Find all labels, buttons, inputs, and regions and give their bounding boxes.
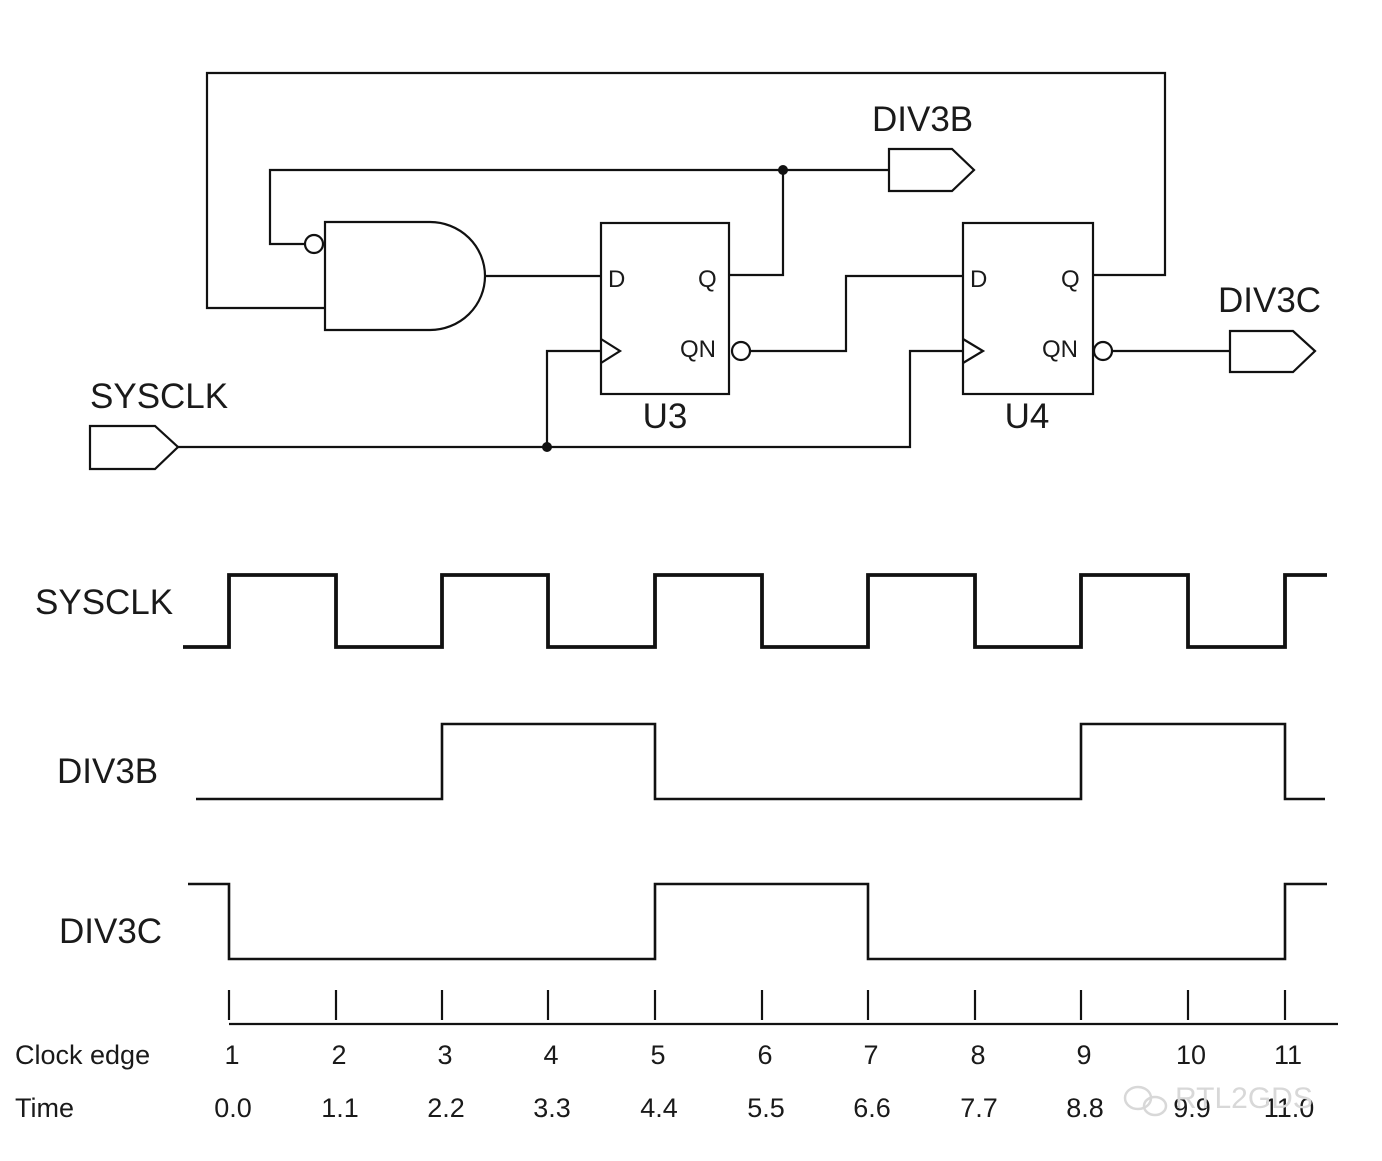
clock-edge-number: 8	[970, 1040, 985, 1070]
u4-pin-d: D	[970, 266, 987, 293]
div3c-waveform	[188, 882, 1327, 961]
div3c-wave-label: DIV3C	[59, 912, 162, 951]
clock-edge-number: 11	[1274, 1040, 1302, 1070]
u3-label: U3	[643, 397, 688, 436]
and-input-inverter-bubble	[303, 233, 325, 255]
flipflop-u3	[599, 221, 731, 396]
wire-u3qn-to-u4d	[750, 274, 963, 353]
time-value: 9.9	[1173, 1093, 1211, 1123]
wire-sysclk	[178, 349, 963, 449]
time-row-label: Time	[15, 1093, 74, 1123]
time-values: 0.0 1.1 2.2 3.3 4.4 5.5 6.6 7.7 8.8 9.9 11.0	[214, 1093, 1314, 1123]
clock-edge-number: 5	[650, 1040, 665, 1070]
watermark: RTL2GDS	[1123, 1082, 1313, 1117]
flipflop-u4	[961, 221, 1095, 396]
sysclk-port-label: SYSCLK	[90, 377, 228, 416]
clock-edge-number: 3	[437, 1040, 452, 1070]
schematic: D Q QN U3 D Q QN U4 SYSCLK DIV3B DIV3C	[88, 71, 1321, 471]
junction-dot	[778, 165, 788, 175]
wire-sysclk-u3	[545, 349, 601, 447]
sysclk-wave-label: SYSCLK	[35, 583, 173, 622]
axis-ticks	[227, 990, 1287, 1020]
div3b-output-port	[887, 147, 976, 193]
sysclk-input-port	[88, 424, 180, 471]
wire-u4q-feedback	[205, 71, 1167, 310]
time-value: 11.0	[1264, 1093, 1315, 1123]
u3-pin-q: Q	[698, 266, 717, 293]
u4-qn-bubble	[1092, 340, 1114, 362]
watermark-text: RTL2GDS	[1175, 1082, 1313, 1115]
clock-edge-row-label: Clock edge	[15, 1040, 150, 1070]
div3b-waveform	[196, 722, 1325, 801]
clock-edge-numbers: 1 2 3 4 5 6 7 8 9 10 11	[224, 1040, 1302, 1070]
div3b-port-label: DIV3B	[872, 100, 973, 139]
time-value: 2.2	[427, 1093, 465, 1123]
wire-div3b-bus	[268, 168, 889, 246]
div3c-port-label: DIV3C	[1218, 281, 1321, 320]
u4-clock-triangle	[962, 338, 986, 364]
u4-pin-qn: QN	[1042, 336, 1078, 363]
time-value: 4.4	[640, 1093, 678, 1123]
junction-dot	[542, 442, 552, 452]
u3-qn-bubble	[730, 340, 752, 362]
u3-clock-triangle	[600, 338, 623, 364]
div3b-wave-label: DIV3B	[57, 752, 158, 791]
clock-edge-number: 10	[1176, 1040, 1206, 1070]
time-value: 7.7	[960, 1093, 998, 1123]
u3-pin-d: D	[608, 266, 625, 293]
and-gate	[323, 220, 487, 332]
time-value: 8.8	[1066, 1093, 1104, 1123]
timing-diagram: SYSCLK DIV3B DIV3C Clock edge Time 1 2 3 4 5…	[15, 573, 1338, 1123]
u3-pin-qn: QN	[680, 336, 716, 363]
time-value: 5.5	[747, 1093, 785, 1123]
u4-pin-q: Q	[1061, 266, 1080, 293]
clock-edge-number: 7	[863, 1040, 878, 1070]
sysclk-waveform	[183, 573, 1327, 649]
clock-edge-number: 4	[543, 1040, 558, 1070]
wechat-icon	[1123, 1085, 1168, 1117]
clock-edge-number: 2	[331, 1040, 346, 1070]
clock-edge-number: 6	[757, 1040, 772, 1070]
clock-edge-number: 1	[224, 1040, 239, 1070]
time-value: 3.3	[533, 1093, 571, 1123]
time-value: 1.1	[321, 1093, 359, 1123]
time-value: 6.6	[853, 1093, 891, 1123]
div3c-output-port	[1228, 329, 1317, 374]
clock-edge-number: 9	[1076, 1040, 1091, 1070]
wire-u3q	[729, 170, 785, 277]
time-value: 0.0	[214, 1093, 252, 1123]
u4-label: U4	[1005, 397, 1050, 436]
